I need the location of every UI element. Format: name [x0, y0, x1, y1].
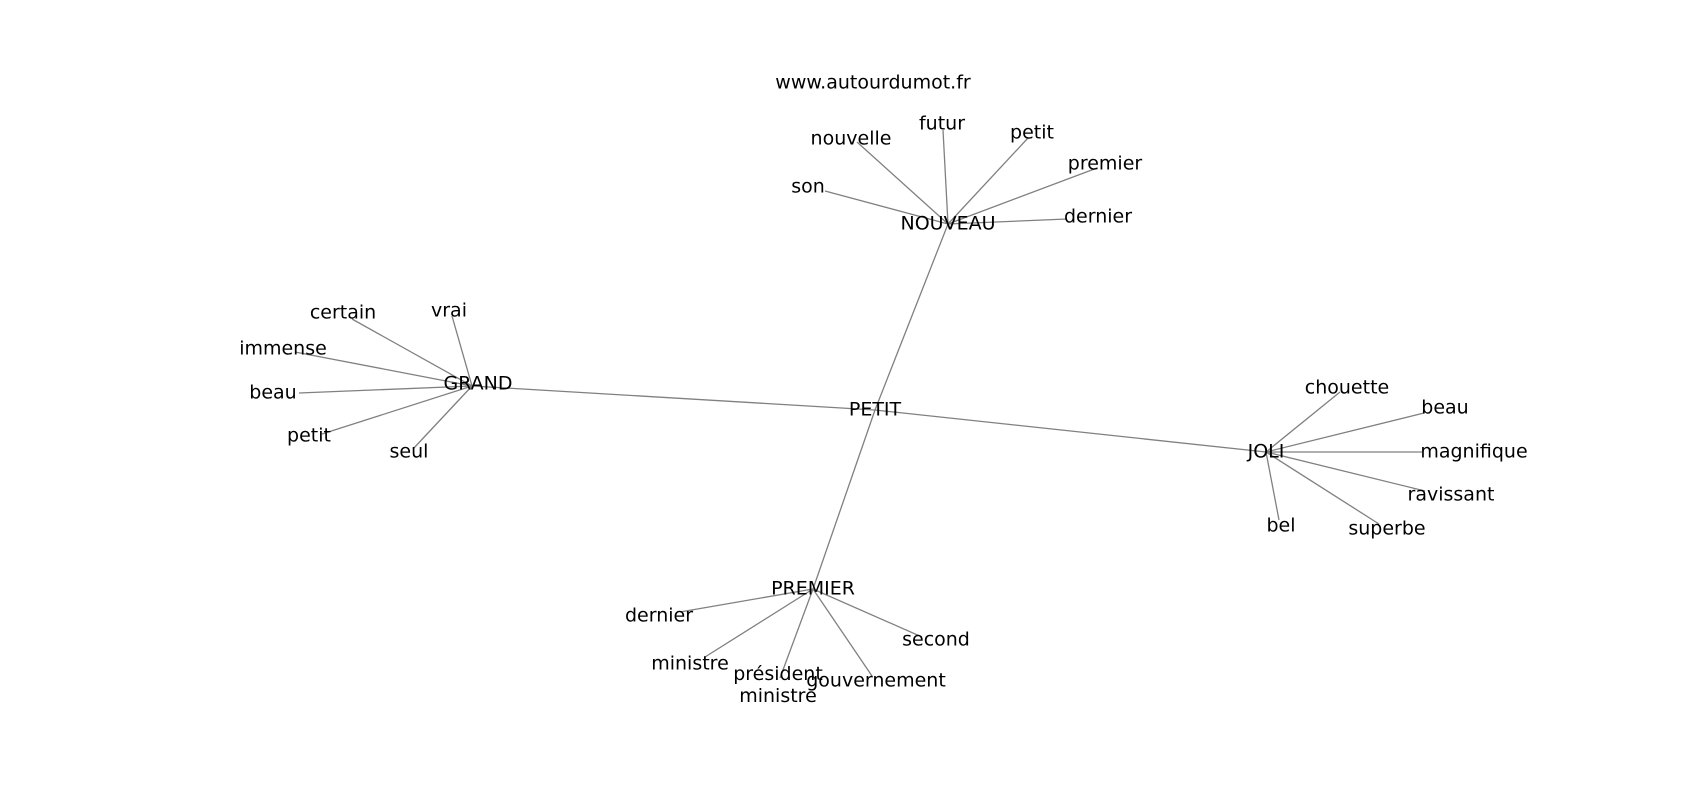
- node-grand-immense[interactable]: immense: [239, 338, 327, 360]
- edge-joli-superbe: [1265, 451, 1380, 525]
- node-nouveau-petit[interactable]: petit: [1010, 122, 1054, 144]
- edge-joli-chouette: [1265, 391, 1341, 453]
- edge-premier-second: [812, 588, 923, 638]
- node-hub-grand[interactable]: GRAND: [444, 373, 513, 395]
- edge-premier-ministre: [704, 588, 814, 658]
- edge-grand-immense: [294, 351, 473, 387]
- edge-nouveau-son: [824, 190, 949, 225]
- edge-nouveau-futur: [942, 129, 949, 225]
- site-url[interactable]: www.autourdumot.fr: [775, 72, 971, 94]
- node-nouveau-nouvelle[interactable]: nouvelle: [811, 128, 892, 150]
- node-joli-ravissant[interactable]: ravissant: [1408, 484, 1495, 506]
- node-nouveau-dernier[interactable]: dernier: [1064, 206, 1132, 228]
- node-center-petit[interactable]: PETIT: [849, 399, 902, 421]
- node-grand-beau[interactable]: beau: [249, 382, 296, 404]
- node-nouveau-futur[interactable]: futur: [919, 113, 965, 135]
- node-premier-second[interactable]: second: [902, 629, 970, 651]
- node-grand-seul[interactable]: seul: [390, 441, 429, 463]
- node-joli-superbe[interactable]: superbe: [1348, 518, 1425, 540]
- node-grand-petit[interactable]: petit: [287, 425, 331, 447]
- node-nouveau-premier[interactable]: premier: [1068, 153, 1143, 175]
- edge-grand-vrai: [451, 315, 473, 387]
- edge-joli-bel: [1265, 451, 1280, 521]
- edge-center-nouveau: [874, 223, 949, 411]
- node-premier-ministre[interactable]: ministre: [651, 653, 729, 675]
- node-hub-premier[interactable]: PREMIER: [771, 578, 855, 600]
- node-grand-certain[interactable]: certain: [310, 302, 376, 324]
- edge-center-premier: [812, 409, 876, 590]
- edges-layer: [294, 129, 1426, 679]
- edge-premier-president-ministre: [779, 588, 814, 679]
- node-hub-nouveau[interactable]: NOUVEAU: [901, 213, 996, 235]
- node-premier-dernier[interactable]: dernier: [625, 605, 693, 627]
- edge-joli-beau: [1265, 412, 1425, 453]
- node-joli-chouette[interactable]: chouette: [1305, 377, 1389, 399]
- edge-center-joli: [874, 409, 1267, 453]
- edge-premier-dernier: [679, 588, 814, 613]
- node-hub-joli[interactable]: JOLI: [1247, 441, 1285, 463]
- node-premier-gouvernement[interactable]: gouvernement: [806, 670, 946, 692]
- edge-grand-certain: [351, 318, 473, 387]
- node-grand-vrai[interactable]: vrai: [431, 300, 467, 322]
- edge-nouveau-petit: [947, 137, 1029, 225]
- edge-joli-ravissant: [1265, 451, 1426, 492]
- edge-grand-seul: [412, 385, 473, 450]
- edge-nouveau-premier: [947, 167, 1098, 225]
- edge-grand-beau: [298, 385, 473, 394]
- node-joli-bel[interactable]: bel: [1266, 515, 1295, 537]
- edge-center-grand: [471, 385, 876, 411]
- node-joli-beau[interactable]: beau: [1421, 397, 1468, 419]
- edge-premier-gouvernement: [812, 588, 873, 677]
- edge-nouveau-nouvelle: [856, 141, 949, 225]
- node-joli-magnifique[interactable]: magnifique: [1420, 441, 1527, 463]
- labels-layer: PETIT NOUVEAU son nouvelle futur petit premier…: [239, 113, 1527, 707]
- edge-grand-petit: [321, 385, 473, 435]
- node-nouveau-son[interactable]: son: [791, 176, 825, 198]
- edge-nouveau-dernier: [947, 218, 1068, 225]
